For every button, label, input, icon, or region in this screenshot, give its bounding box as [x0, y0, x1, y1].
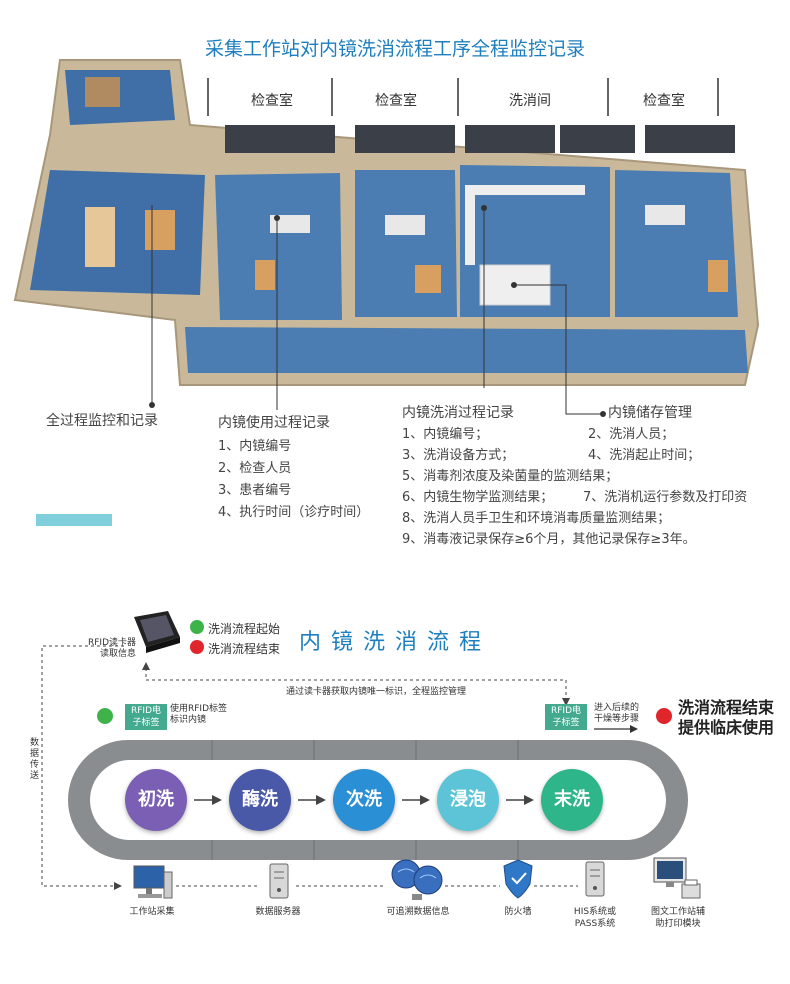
- his-server-icon: [585, 861, 605, 897]
- device-label-workstation: 工作站采集: [129, 907, 175, 917]
- room-label-exam-2: 检查室: [375, 93, 417, 109]
- wash-line-3: 3、洗消设备方式；: [402, 448, 515, 463]
- wash-line-7: 7、洗消机运行参数及打印资: [583, 490, 748, 505]
- flow-end-line1: 洗消流程结束: [678, 698, 775, 717]
- rfid-reader-icon: [134, 611, 180, 653]
- flow-end-dot: [656, 708, 672, 724]
- step-final-wash: 末洗: [541, 769, 603, 831]
- wash-line-4: 4、洗消起止时间；: [588, 448, 701, 463]
- next-steps-label: 进入后续的 干燥等步骤: [594, 703, 640, 724]
- shield-firewall-icon: [503, 859, 533, 899]
- usage-item-3: 3、患者编号: [218, 483, 292, 498]
- device-label-data-server: 数据服务器: [255, 907, 301, 917]
- storage-note: 内镜储存管理: [608, 405, 692, 421]
- wash-line-1: 1、内镜编号；: [402, 427, 489, 442]
- wash-line-6: 6、内镜生物学监测结果；: [402, 490, 554, 505]
- floor-plan-illustration: [13, 59, 760, 386]
- rfid-tag-end: RFID电 子标签: [545, 704, 587, 730]
- full-process-note: 全过程监控和记录: [46, 413, 158, 429]
- step-second-wash: 次洗: [333, 769, 395, 831]
- use-rfid-label: 使用RFID标签 标识内镜: [170, 704, 228, 725]
- rfid-reader-label: RFID读卡器 读取信息: [87, 638, 136, 659]
- room-label-wash-room: 洗消间: [509, 93, 551, 109]
- flow-end-line2: 提供临床使用: [678, 718, 775, 737]
- legend-start-dot: [190, 620, 204, 634]
- usage-item-4: 4、执行时间（诊疗时间）: [218, 505, 370, 520]
- wash-line-9: 9、消毒液记录保存≥6个月，其他记录保存≥3年。: [402, 532, 696, 547]
- data-transfer-label: 数 据 传 送: [30, 738, 40, 781]
- next-steps-arrow: [594, 725, 638, 733]
- device-label-his-pass: HIS系统或 PASS系统: [573, 907, 617, 929]
- usage-record-title: 内镜使用过程记录: [218, 415, 330, 431]
- legend-end-dot: [190, 640, 204, 654]
- usage-item-1: 1、内镜编号: [218, 439, 292, 454]
- usage-item-2: 2、检查人员: [218, 461, 292, 476]
- workstation-icon: [133, 865, 173, 899]
- dashed-connectors: [41, 645, 578, 890]
- wash-record-title: 内镜洗消过程记录: [402, 405, 514, 421]
- step-initial-wash: 初洗: [125, 769, 187, 831]
- printer-workstation-icon: [653, 857, 701, 899]
- device-label-firewall: 防火墙: [504, 907, 532, 917]
- room-label-exam-3: 检查室: [643, 93, 685, 109]
- flow-start-dot: [97, 708, 113, 724]
- legend-start-label: 洗消流程起始: [208, 622, 281, 636]
- legend-end-label: 洗消流程结束: [208, 642, 281, 656]
- office-desk: [85, 207, 115, 267]
- wash-line-2: 2、洗消人员；: [588, 427, 675, 442]
- wash-line-8: 8、洗消人员手卫生和环境消毒质量监测结果；: [402, 511, 671, 526]
- globe-network-icon: [391, 859, 443, 900]
- step-enzyme-wash: 酶洗: [229, 769, 291, 831]
- device-label-print-module: 图文工作站辅 助打印模块: [650, 907, 705, 929]
- section-divider-bar: [36, 514, 112, 526]
- wash-line-5: 5、消毒剂浓度及染菌量的监测结果；: [402, 469, 619, 484]
- callout-lines: [149, 205, 606, 417]
- server-icon: [269, 863, 289, 899]
- rfid-tag-start: RFID电 子标签: [125, 704, 167, 730]
- device-label-traceable-data: 可追溯数据信息: [386, 907, 450, 917]
- page-title: 采集工作站对内镜洗消流程工序全程监控记录: [204, 38, 585, 60]
- room-label-exam-1: 检查室: [251, 93, 293, 109]
- office-table: [145, 210, 175, 250]
- read-info-label: 通过读卡器获取内镜唯一标识，全程监控管理: [286, 687, 467, 697]
- flow-title: 内镜洗消流程: [298, 630, 491, 655]
- step-soak: 浸泡: [437, 769, 499, 831]
- room-header-dividers: [207, 78, 719, 116]
